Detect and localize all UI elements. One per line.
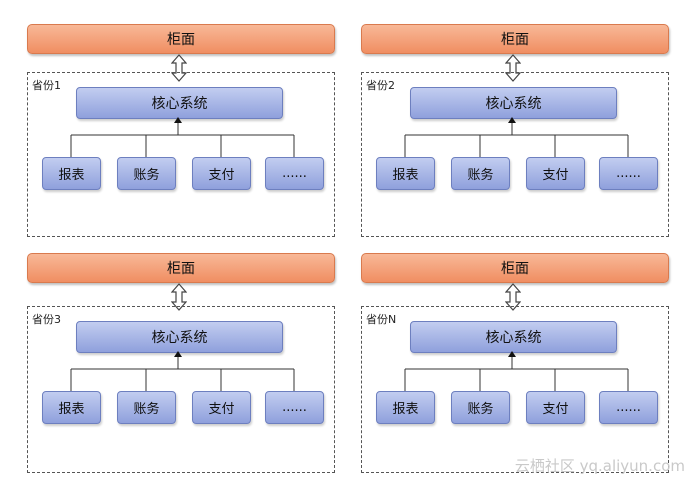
module-accounting: 账务 xyxy=(117,157,176,190)
module-payment: 支付 xyxy=(526,391,585,424)
province-label: 省份3 xyxy=(32,313,61,326)
module-more: ...... xyxy=(599,391,658,424)
module-accounting: 账务 xyxy=(117,391,176,424)
core-system-box: 核心系统 xyxy=(76,321,283,353)
counter-box: 柜面 xyxy=(27,253,335,283)
province-container: 省份3 核心系统 报表 账务 支付 ...... xyxy=(27,306,335,473)
quadrant-1: 柜面 省份1 核心系统 报表 账务 支付 ...... xyxy=(27,24,347,254)
province-label: 省份2 xyxy=(366,79,395,92)
province-container: 省份2 核心系统 报表 账务 支付 ...... xyxy=(361,72,669,237)
module-more: ...... xyxy=(265,391,324,424)
quadrant-3: 柜面 省份3 核心系统 报表 账务 支付 ...... xyxy=(27,253,347,483)
core-system-box: 核心系统 xyxy=(76,87,283,119)
connector-tree xyxy=(70,351,295,391)
module-payment: 支付 xyxy=(192,157,251,190)
module-report: 报表 xyxy=(376,391,435,424)
module-more: ...... xyxy=(265,157,324,190)
counter-box: 柜面 xyxy=(361,253,669,283)
module-accounting: 账务 xyxy=(451,157,510,190)
bidirectional-arrow-icon xyxy=(505,54,521,82)
bidirectional-arrow-icon xyxy=(505,283,521,311)
module-payment: 支付 xyxy=(526,157,585,190)
module-accounting: 账务 xyxy=(451,391,510,424)
module-report: 报表 xyxy=(376,157,435,190)
module-payment: 支付 xyxy=(192,391,251,424)
module-report: 报表 xyxy=(42,391,101,424)
quadrant-4: 柜面 省份N 核心系统 报表 账务 支付 ...... xyxy=(361,253,681,483)
quadrant-2: 柜面 省份2 核心系统 报表 账务 支付 ...... xyxy=(361,24,681,254)
core-system-box: 核心系统 xyxy=(410,87,617,119)
core-system-box: 核心系统 xyxy=(410,321,617,353)
counter-box: 柜面 xyxy=(27,24,335,54)
module-more: ...... xyxy=(599,157,658,190)
bidirectional-arrow-icon xyxy=(171,283,187,311)
province-container: 省份N 核心系统 报表 账务 支付 ...... xyxy=(361,306,669,473)
province-container: 省份1 核心系统 报表 账务 支付 ...... xyxy=(27,72,335,237)
bidirectional-arrow-icon xyxy=(171,54,187,82)
province-label: 省份1 xyxy=(32,79,61,92)
watermark: 云栖社区 yq.aliyun.com xyxy=(514,457,685,475)
module-report: 报表 xyxy=(42,157,101,190)
connector-tree xyxy=(404,117,629,157)
province-label: 省份N xyxy=(366,313,397,326)
counter-box: 柜面 xyxy=(361,24,669,54)
connector-tree xyxy=(404,351,629,391)
connector-tree xyxy=(70,117,295,157)
